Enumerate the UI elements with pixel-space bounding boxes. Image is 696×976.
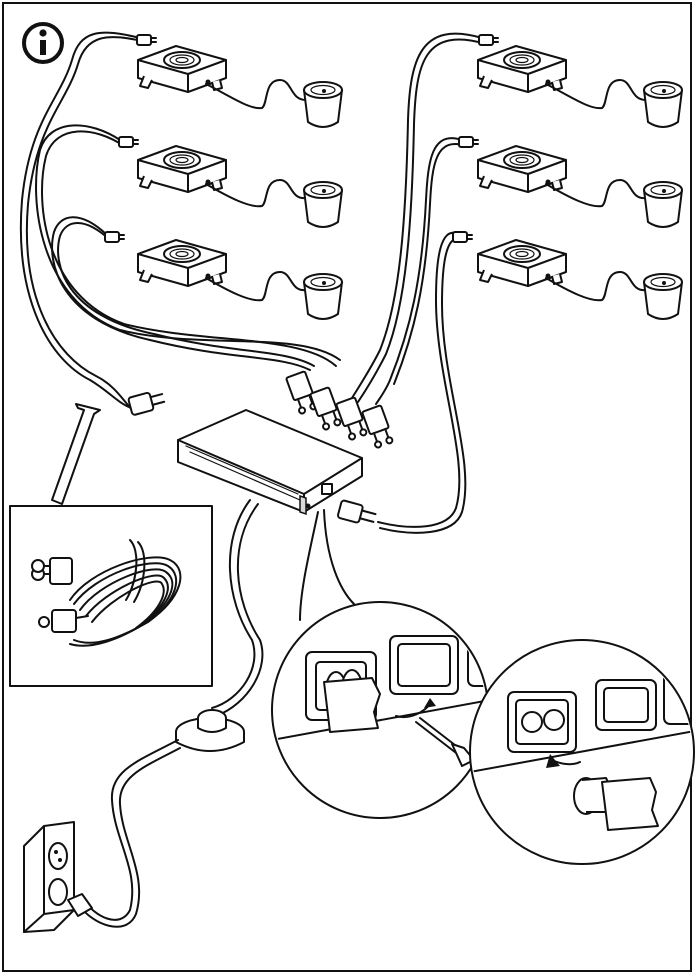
spotlight — [304, 82, 682, 319]
wall-cable — [80, 740, 180, 927]
power-unit-plug — [337, 500, 376, 527]
zoom-socket-icon — [470, 640, 696, 864]
info-icon — [24, 24, 62, 62]
power-cord-icon — [10, 506, 212, 686]
zoom-callout-lines — [300, 510, 354, 620]
mains-plug — [128, 389, 166, 415]
right-cable-bundle — [352, 34, 486, 533]
dimmer-switch-icon — [176, 710, 244, 751]
dimmer-cable — [212, 500, 262, 716]
driver-unit — [138, 46, 566, 286]
zoom-socket-icon — [272, 602, 508, 818]
wall-outlet-icon — [24, 822, 92, 932]
power-unit-icon — [178, 410, 362, 514]
arrow-up-icon — [52, 404, 100, 504]
